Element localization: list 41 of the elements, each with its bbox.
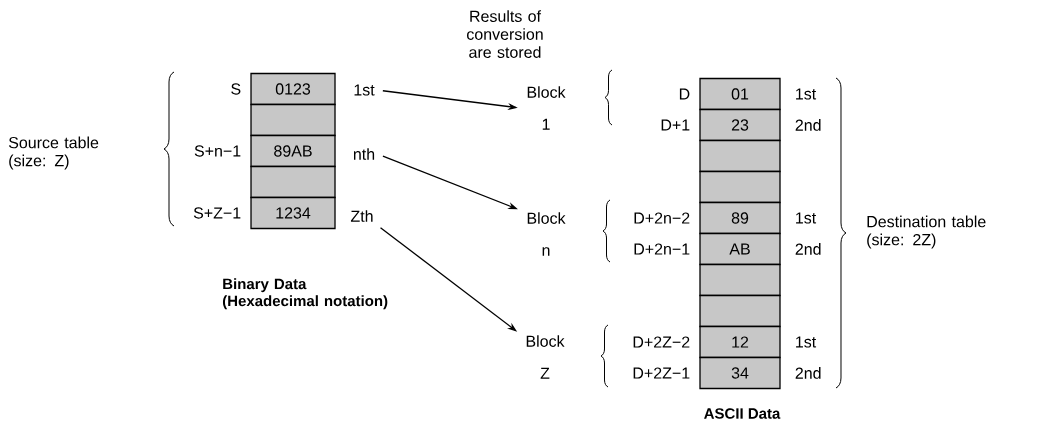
memory-cell [250,103,336,137]
memory-cell [250,165,336,199]
address-label: S [231,83,241,95]
block-label: Block 1 [527,86,566,130]
ordinal-label: nth [353,148,375,160]
memory-cell: 0123 [250,72,336,106]
memory-cell [699,294,781,328]
memory-cell [699,170,781,204]
ordinal-label: 1st [796,336,817,348]
address-label: D+1 [661,119,690,131]
memory-cell [699,139,781,173]
memory-cell [699,263,781,297]
memory-cell: 34 [699,356,781,390]
address-label: D+2n−1 [634,243,690,255]
memory-cell: 1234 [250,196,336,230]
address-label: D [679,88,690,100]
caption-text: ASCII Data [704,408,781,419]
caption-text: Destination table (size: 2Z) [867,215,986,249]
block-label: Block n [527,212,566,256]
block-label: Block Z [526,335,565,379]
caption-text: Binary Data (Hexadecimal notation) [222,278,388,310]
ordinal-label: 2nd [795,367,821,379]
ordinal-label: 2nd [795,243,821,255]
address-label: S+Z−1 [193,207,241,219]
address-label: D+2Z−2 [633,336,690,348]
caption-text: Results of conversion are stored [467,10,543,58]
ordinal-label: 2nd [795,119,821,131]
ordinal-label: 1st [796,88,817,100]
address-label: S+n−1 [194,145,241,157]
memory-cell: 23 [699,108,781,142]
ordinal-label: Zth [350,210,373,222]
memory-cell: 89 [699,201,781,235]
memory-cell: 12 [699,325,781,359]
caption-text: Source table (size: Z) [8,136,99,170]
ordinal-label: 1st [796,212,817,224]
ordinal-label: 1st [354,84,375,96]
memory-cell: 01 [699,77,781,111]
address-label: D+2Z−1 [633,367,690,379]
address-label: D+2n−2 [634,212,690,224]
memory-cell: AB [699,232,781,266]
memory-cell: 89AB [250,134,336,168]
